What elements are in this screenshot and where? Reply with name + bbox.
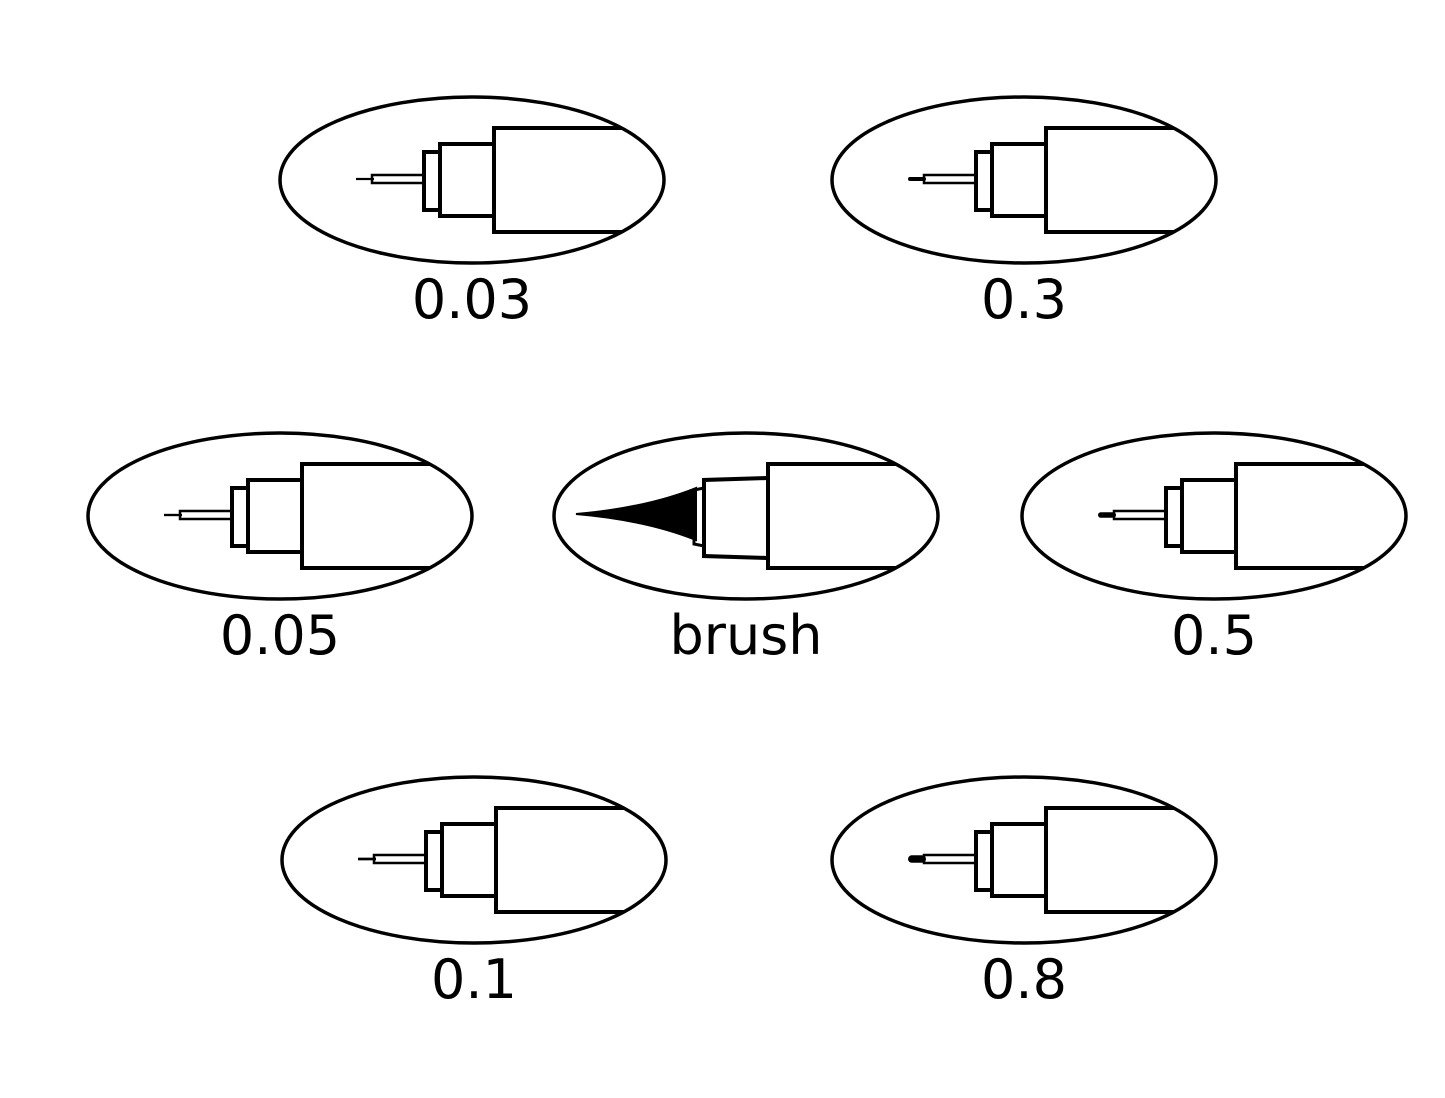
collar [1180, 478, 1236, 554]
tip-drawing [164, 462, 472, 570]
tip-drawing [358, 806, 666, 914]
tip-ellipse [86, 431, 474, 601]
pen-tip-icon [86, 431, 474, 601]
pen-tip-icon [278, 95, 666, 265]
nib-point [1098, 512, 1116, 518]
tip-ellipse [830, 775, 1218, 945]
tip-drawing [1098, 462, 1406, 570]
collar [246, 478, 302, 554]
collar [438, 142, 494, 218]
ring [974, 150, 992, 212]
tip-drawing [356, 126, 664, 234]
collar [440, 822, 496, 898]
nib-point [358, 857, 376, 861]
tip-ellipse [1020, 431, 1408, 601]
barrel [766, 462, 938, 570]
ring [424, 830, 442, 892]
barrel [300, 462, 472, 570]
ring [974, 830, 992, 892]
tip-ellipse [280, 775, 668, 945]
tip-item-0-1: 0.1 [274, 772, 674, 1032]
nib-point [356, 177, 374, 181]
barrel [1234, 462, 1406, 570]
tip-label: 0.5 [1171, 604, 1257, 667]
barrel [1044, 806, 1216, 914]
tip-label: brush [669, 604, 823, 667]
brush-bristles [575, 486, 697, 542]
tip-drawing [908, 126, 1216, 234]
pen-tip-icon [1020, 431, 1408, 601]
nib-point [908, 176, 926, 182]
needle-pipe [1112, 509, 1168, 521]
brush-tip-icon [552, 431, 940, 601]
tip-ellipse [552, 431, 940, 601]
nib-point [164, 513, 182, 517]
collar [990, 822, 1046, 898]
tip-label: 0.8 [981, 948, 1067, 1011]
needle-pipe [370, 173, 426, 185]
barrel [492, 126, 664, 234]
needle-pipe [372, 853, 428, 865]
pen-tip-icon [280, 775, 668, 945]
needle-pipe [922, 853, 978, 865]
nib-point [908, 855, 926, 863]
tip-label: 0.05 [219, 604, 341, 667]
ring [1164, 486, 1182, 548]
tip-ellipse [278, 95, 666, 265]
pen-tip-icon [830, 95, 1218, 265]
barrel [1044, 126, 1216, 234]
ring [422, 150, 440, 212]
ring [230, 486, 248, 548]
tip-label: 0.1 [431, 948, 517, 1011]
tip-drawing [908, 806, 1216, 914]
pen-tip-icon [830, 775, 1218, 945]
needle-pipe [922, 173, 978, 185]
tip-item-0-05: 0.05 [80, 428, 480, 688]
needle-pipe [178, 509, 234, 521]
tip-item-0-8: 0.8 [824, 772, 1224, 1032]
collar [702, 476, 769, 560]
tip-ellipse [830, 95, 1218, 265]
tip-label: 0.03 [411, 268, 533, 331]
collar [990, 142, 1046, 218]
barrel [494, 806, 666, 914]
tip-item-0-5: 0.5 [1014, 428, 1414, 688]
tip-item-0-03: 0.03 [272, 92, 672, 352]
tip-item-brush: brush [546, 428, 946, 688]
tip-label: 0.3 [981, 268, 1067, 331]
tip-drawing [575, 462, 938, 570]
tip-item-0-3: 0.3 [824, 92, 1224, 352]
